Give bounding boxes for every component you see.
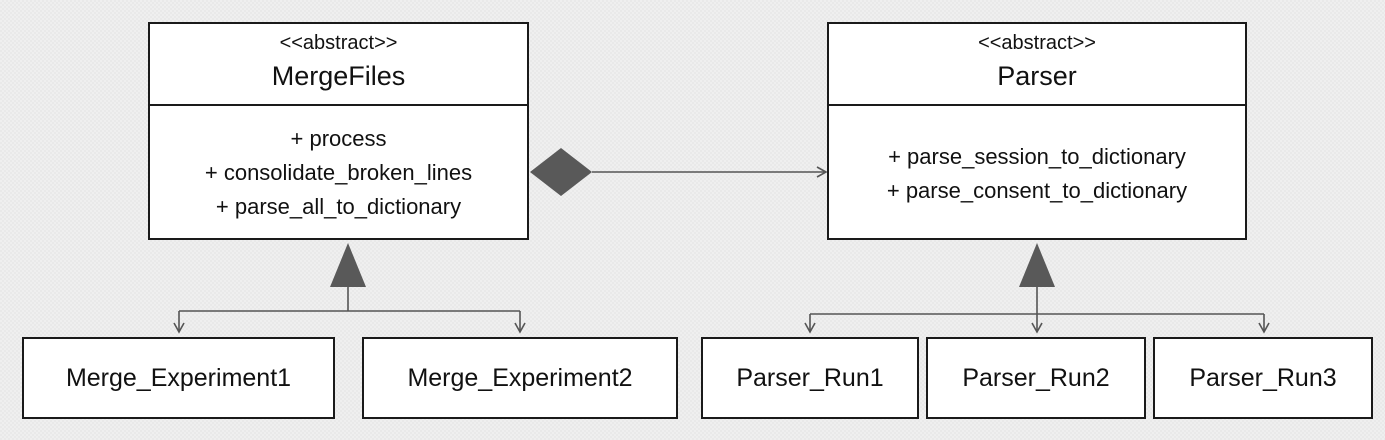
method-list: + process + consolidate_broken_lines + p… bbox=[150, 106, 527, 224]
method-item: + parse_consent_to_dictionary bbox=[886, 178, 1188, 203]
parser-inheritance-connector bbox=[804, 243, 1270, 334]
method-item: + process bbox=[290, 126, 387, 151]
class-parser-run1[interactable]: Parser_Run1 bbox=[701, 337, 919, 419]
class-parser-run3[interactable]: Parser_Run3 bbox=[1153, 337, 1373, 419]
method-item: + consolidate_broken_lines bbox=[204, 160, 473, 185]
stereotype-label: <<abstract>> bbox=[978, 32, 1096, 54]
merge-inheritance-connector bbox=[173, 243, 526, 334]
class-header: <<abstract>> MergeFiles bbox=[150, 24, 527, 106]
class-merge-experiment1[interactable]: Merge_Experiment1 bbox=[22, 337, 335, 419]
method-item: + parse_session_to_dictionary bbox=[888, 144, 1186, 169]
class-parser[interactable]: <<abstract>> Parser + parse_session_to_d… bbox=[827, 22, 1247, 240]
method-list: + parse_session_to_dictionary + parse_co… bbox=[829, 106, 1245, 208]
class-merge-experiment2[interactable]: Merge_Experiment2 bbox=[362, 337, 678, 419]
class-header: <<abstract>> Parser bbox=[829, 24, 1245, 106]
generalization-triangle-icon bbox=[330, 243, 366, 287]
composition-connector bbox=[530, 148, 828, 196]
class-name: MergeFiles bbox=[271, 61, 406, 91]
stereotype-label: <<abstract>> bbox=[279, 32, 398, 54]
class-parser-run2[interactable]: Parser_Run2 bbox=[926, 337, 1146, 419]
class-name: Parser bbox=[997, 61, 1077, 91]
composition-diamond-icon bbox=[530, 148, 592, 196]
method-item: + parse_all_to_dictionary bbox=[215, 194, 462, 219]
class-mergefiles[interactable]: <<abstract>> MergeFiles + process + cons… bbox=[148, 22, 529, 240]
generalization-triangle-icon bbox=[1019, 243, 1055, 287]
